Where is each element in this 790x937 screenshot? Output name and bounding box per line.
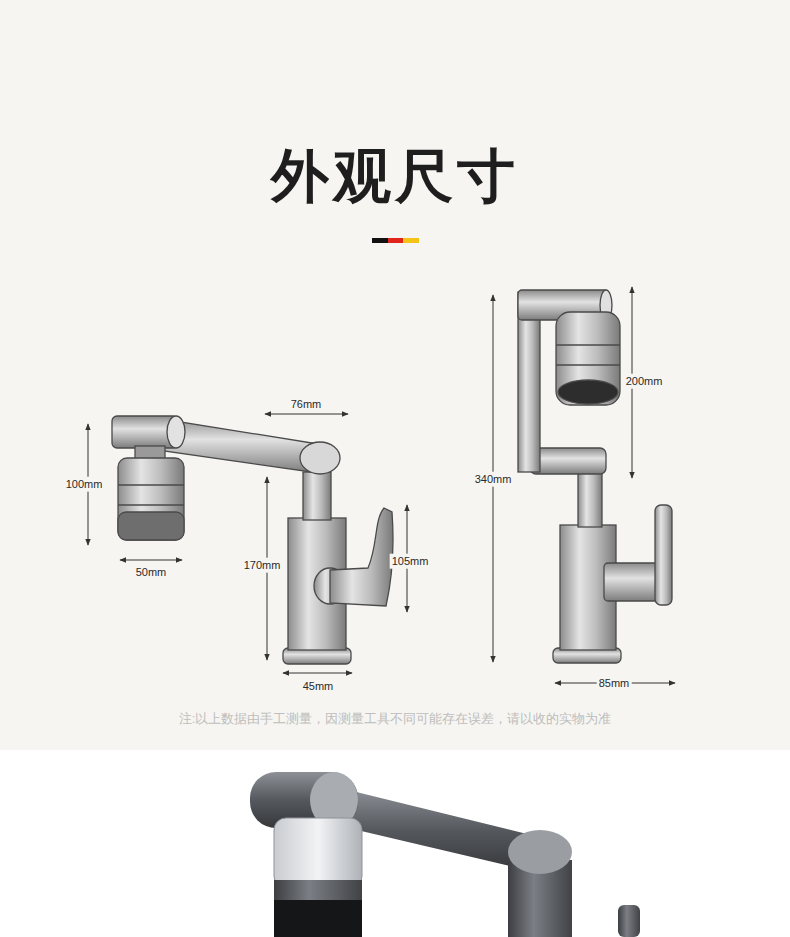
dimension-label: 105mm (390, 554, 431, 569)
dimension-label: 340mm (473, 472, 514, 487)
dimension-label: 50mm (134, 565, 169, 580)
note-text: 注:以上数据由手工测量，因测量工具不同可能存在误差，请以收的实物为准 (179, 712, 612, 727)
page-title: 外观尺寸 (271, 143, 519, 210)
dimension-label: 100mm (64, 477, 105, 492)
dimension-label: 85mm (597, 676, 632, 691)
dimension-label: 200mm (624, 374, 665, 389)
dimension-label: 45mm (301, 679, 336, 694)
dimension-label: 76mm (289, 397, 324, 412)
dimension-label: 170mm (242, 558, 283, 573)
